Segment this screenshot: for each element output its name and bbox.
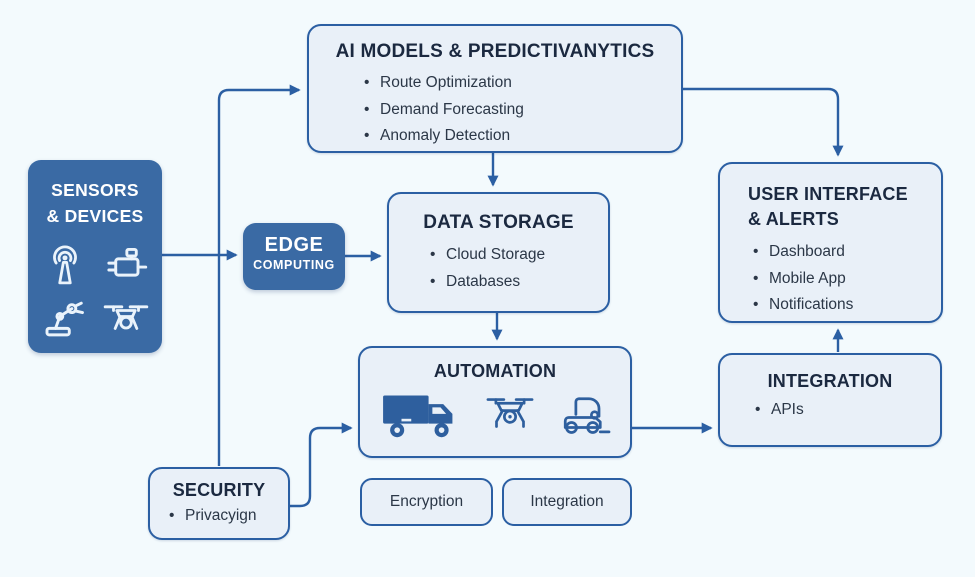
bullet-item: Notifications bbox=[752, 292, 941, 319]
ui-title-line2: & ALERTS bbox=[748, 209, 839, 229]
node-sensors-devices: SENSORS & DEVICES bbox=[28, 160, 162, 353]
forklift-icon bbox=[563, 397, 611, 434]
bullet-item: APIs bbox=[754, 397, 940, 424]
bullet-item: Privacyign bbox=[168, 503, 288, 530]
data-storage-title: DATA STORAGE bbox=[423, 212, 574, 233]
node-data-storage: DATA STORAGE Cloud Storage Databases bbox=[387, 192, 610, 313]
ui-title-line1: USER INTERFACE bbox=[748, 184, 908, 204]
node-user-interface-alerts: USER INTERFACE & ALERTS Dashboard Mobile… bbox=[718, 162, 943, 323]
robot-arm-icon bbox=[45, 301, 84, 337]
node-integration: INTEGRATION APIs bbox=[718, 353, 942, 447]
truck-icon bbox=[383, 395, 453, 438]
broadcast-antenna-icon bbox=[52, 245, 77, 285]
automation-icon-row bbox=[360, 389, 630, 441]
data-storage-bullet-list: Cloud Storage Databases bbox=[429, 242, 608, 295]
arrow-ai-to-ui bbox=[683, 87, 844, 157]
bullet-item: Anomaly Detection bbox=[363, 123, 681, 150]
arrow-security-to-automation bbox=[290, 422, 353, 508]
bullet-item: Demand Forecasting bbox=[363, 97, 681, 124]
ai-models-bullet-list: Route Optimization Demand Forecasting An… bbox=[363, 70, 681, 150]
bullet-item: Mobile App bbox=[752, 266, 941, 293]
drone-icon bbox=[486, 397, 534, 428]
ai-models-title: AI MODELS & PREDICTIVANYTICS bbox=[335, 41, 655, 62]
security-bullet-list: Privacyign bbox=[168, 503, 288, 530]
node-automation: AUTOMATION bbox=[358, 346, 632, 458]
bullet-item: Route Optimization bbox=[363, 70, 681, 97]
motor-icon bbox=[106, 247, 147, 277]
edge-title-line2: COMPUTING bbox=[253, 258, 335, 272]
ui-alerts-bullet-list: Dashboard Mobile App Notifications bbox=[752, 239, 941, 319]
sensors-title-line1: SENSORS bbox=[51, 180, 139, 200]
bullet-item: Databases bbox=[429, 269, 608, 296]
integration-bullet-list: APIs bbox=[754, 397, 940, 424]
chip-integration: Integration bbox=[502, 478, 632, 526]
chip-encryption: Encryption bbox=[360, 478, 493, 526]
bullet-item: Cloud Storage bbox=[429, 242, 608, 269]
arrow-security-to-ai bbox=[217, 84, 301, 466]
sensors-icon-grid bbox=[28, 241, 162, 338]
integration-title: INTEGRATION bbox=[767, 371, 893, 391]
security-title: SECURITY bbox=[172, 480, 266, 500]
node-edge-computing: EDGE COMPUTING bbox=[243, 223, 345, 290]
ui-alerts-title: USER INTERFACE & ALERTS bbox=[748, 182, 941, 232]
edge-title-line1: EDGE bbox=[264, 234, 324, 256]
bullet-item: Dashboard bbox=[752, 239, 941, 266]
node-security: SECURITY Privacyign bbox=[148, 467, 290, 540]
sensors-devices-title: SENSORS & DEVICES bbox=[28, 160, 162, 229]
sensors-title-line2: & DEVICES bbox=[46, 206, 144, 226]
drone-icon bbox=[103, 304, 148, 330]
node-ai-models: AI MODELS & PREDICTIVANYTICS Route Optim… bbox=[307, 24, 683, 153]
automation-title: AUTOMATION bbox=[433, 361, 557, 381]
